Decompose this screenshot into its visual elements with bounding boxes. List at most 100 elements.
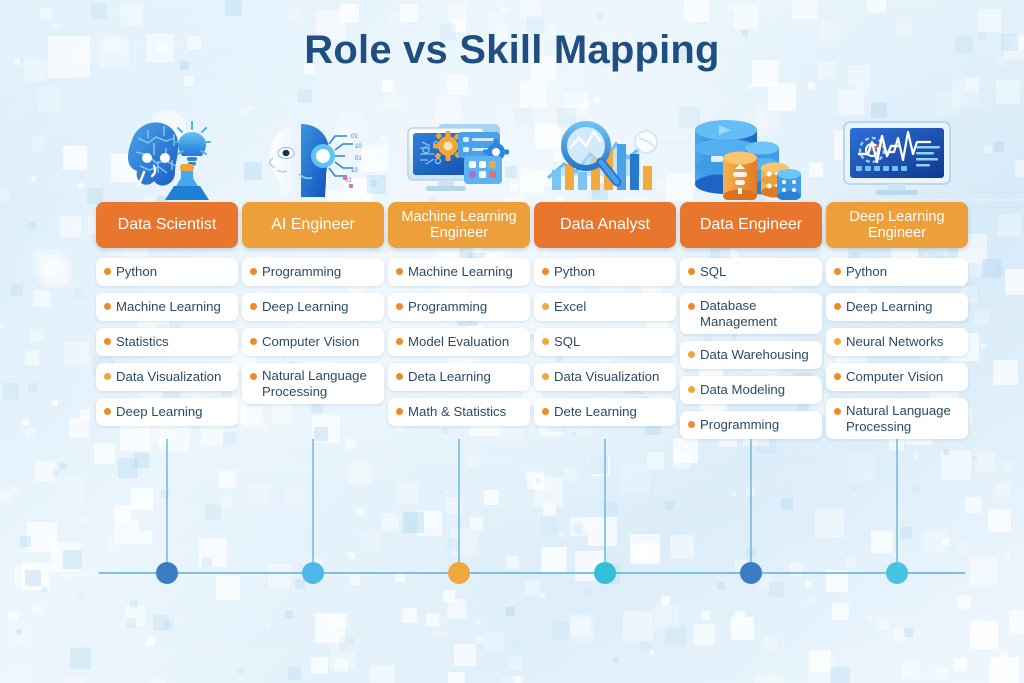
svg-text:10: 10 — [355, 144, 362, 150]
bullet-icon — [250, 338, 257, 345]
skill-item[interactable]: Deep Learning — [96, 398, 238, 426]
role-header-data-analyst[interactable]: Data Analyst — [534, 202, 676, 248]
bullet-icon — [250, 303, 257, 310]
skill-item[interactable]: Model Evaluation — [388, 328, 530, 356]
skill-item[interactable]: Programming — [388, 293, 530, 321]
skill-item[interactable]: Deta Learning — [388, 363, 530, 391]
skill-item[interactable]: Programming — [680, 411, 822, 439]
role-header-ai-engineer[interactable]: AI Engineer — [242, 202, 384, 248]
skill-label: Computer Vision — [846, 369, 944, 385]
skill-item[interactable]: SQL — [680, 258, 822, 286]
skill-item[interactable]: Programming — [242, 258, 384, 286]
bullet-icon — [688, 268, 695, 275]
bullet-icon — [396, 268, 403, 275]
skill-label: Deep Learning — [262, 299, 349, 315]
skill-label: Database Management — [700, 298, 777, 329]
skill-item[interactable]: Python — [826, 258, 968, 286]
skill-label: Python — [846, 264, 888, 280]
skill-label: Deep Learning — [116, 404, 203, 420]
role-header-data-scientist[interactable]: Data Scientist — [96, 202, 238, 248]
svg-text:01: 01 — [345, 178, 352, 184]
bullet-icon — [688, 351, 695, 358]
bullet-icon — [688, 303, 695, 310]
skill-item[interactable]: Python — [96, 258, 238, 286]
role-header-deep-learning-engineer[interactable]: Deep Learning Engineer — [826, 202, 968, 248]
bullet-icon — [834, 338, 841, 345]
bullet-icon — [396, 303, 403, 310]
skill-label: Natural Language Processing — [846, 403, 951, 434]
skill-item[interactable]: Natural Language Processing — [242, 363, 384, 404]
skill-item[interactable]: Database Management — [680, 293, 822, 334]
bullet-icon — [542, 303, 549, 310]
skill-label: Excel — [554, 299, 587, 315]
skill-item[interactable]: Data Modeling — [680, 376, 822, 404]
bullet-icon — [688, 421, 695, 428]
skill-item[interactable]: Data Visualization — [96, 363, 238, 391]
skill-item[interactable]: Math & Statistics — [388, 398, 530, 426]
bullet-icon — [396, 408, 403, 415]
skill-item[interactable]: Computer Vision — [242, 328, 384, 356]
skill-label: Natural Language Processing — [262, 368, 367, 399]
bullet-icon — [104, 303, 111, 310]
skill-item[interactable]: Python — [534, 258, 676, 286]
skill-item[interactable]: Deep Learning — [242, 293, 384, 321]
svg-text:01: 01 — [351, 134, 358, 140]
monitor-gears-apps-icon — [388, 112, 530, 202]
skill-item[interactable]: Computer Vision — [826, 363, 968, 391]
skill-item[interactable]: SQL — [534, 328, 676, 356]
bullet-icon — [834, 408, 841, 415]
skill-item[interactable]: Deep Learning — [826, 293, 968, 321]
bullet-icon — [104, 338, 111, 345]
skill-item[interactable]: Statistics — [96, 328, 238, 356]
skill-label: Machine Learning — [116, 299, 221, 315]
bullet-icon — [250, 373, 257, 380]
bullet-icon — [396, 338, 403, 345]
skill-label: Math & Statistics — [408, 404, 507, 420]
bullet-icon — [250, 268, 257, 275]
skill-label: Programming — [262, 264, 342, 280]
skill-label: Python — [554, 264, 596, 280]
database-cylinders-icon — [680, 112, 822, 202]
skill-label: Data Visualization — [554, 369, 660, 385]
bullet-icon — [542, 338, 549, 345]
skill-label: Programming — [408, 299, 488, 315]
skill-item[interactable]: Excel — [534, 293, 676, 321]
skill-label: Deta Learning — [408, 369, 491, 385]
skill-label: Programming — [700, 417, 780, 433]
page-title: Role vs Skill Mapping — [304, 28, 720, 72]
skill-item[interactable]: Machine Learning — [388, 258, 530, 286]
brain-lightbulb-flask-icon — [96, 112, 238, 202]
skill-item[interactable]: Data Warehousing — [680, 341, 822, 369]
bullet-icon — [834, 373, 841, 380]
skill-label: Neural Networks — [846, 334, 944, 350]
skill-item[interactable]: Data Visualization — [534, 363, 676, 391]
role-header-machine-learning-engineer[interactable]: Machine Learning Engineer — [388, 202, 530, 248]
skill-item[interactable]: Natural Language Processing — [826, 398, 968, 439]
role-header-data-engineer[interactable]: Data Engineer — [680, 202, 822, 248]
bullet-icon — [542, 408, 549, 415]
skill-item[interactable]: Dete Learning — [534, 398, 676, 426]
bullet-icon — [396, 373, 403, 380]
skill-label: SQL — [554, 334, 581, 350]
monitor-waveform-icon — [826, 112, 968, 202]
skill-label: Statistics — [116, 334, 169, 350]
skill-label: Deep Learning — [846, 299, 933, 315]
bullet-icon — [688, 386, 695, 393]
skill-item[interactable]: Machine Learning — [96, 293, 238, 321]
bullet-icon — [834, 303, 841, 310]
bullet-icon — [542, 268, 549, 275]
skill-item[interactable]: Neural Networks — [826, 328, 968, 356]
skill-label: SQL — [700, 264, 727, 280]
